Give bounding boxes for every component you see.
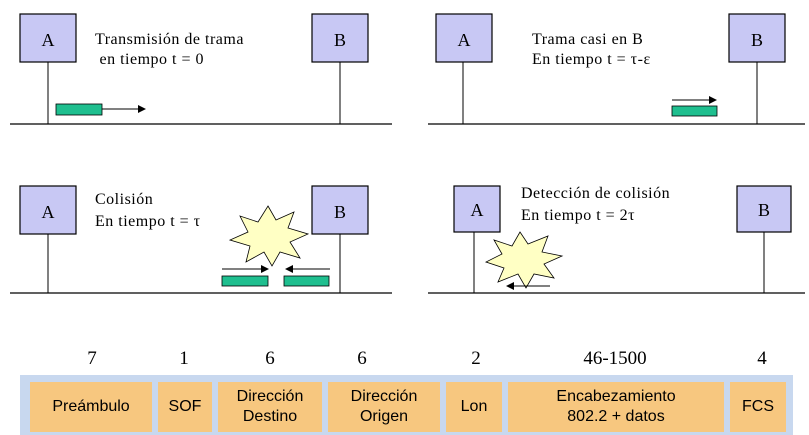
station-a: A — [435, 13, 493, 63]
field-destination-address: Dirección Destino — [218, 382, 322, 432]
station-a: A — [19, 13, 77, 63]
field-header-data: Encabezamiento 802.2 + datos — [508, 382, 724, 432]
panel-transmission: A B Transmisión de trama en tiempo t = 0 — [10, 13, 392, 125]
field-size: 4 — [757, 348, 767, 369]
arrow-head — [709, 96, 717, 104]
caption-line1: Detección de colisión — [521, 185, 670, 202]
field-size: 1 — [179, 348, 189, 369]
frame-signal-a — [221, 275, 269, 287]
frame-signal-b — [283, 275, 330, 287]
field-size: 46-1500 — [583, 348, 647, 369]
field-size: 6 — [357, 348, 367, 369]
station-b-label: B — [334, 30, 346, 50]
station-a-label: A — [471, 200, 484, 220]
caption-line2: En tiempo t = τ — [95, 213, 201, 230]
station-a: A — [19, 185, 77, 235]
field-size: 6 — [265, 348, 275, 369]
arrow-head — [285, 265, 293, 273]
station-b: B — [736, 185, 792, 233]
arrow-head — [506, 282, 514, 290]
collision-burst-icon — [228, 205, 310, 267]
caption-line2: en tiempo t = 0 — [95, 51, 204, 68]
station-b-label: B — [334, 202, 346, 222]
station-a: A — [453, 185, 501, 233]
panel-collision: A B Colisión En tiempo t = τ — [10, 185, 392, 294]
field-source-address: Dirección Origen — [328, 382, 440, 432]
field-size: 7 — [87, 348, 97, 369]
panel-collision-detection: A B Detección de colisión En tiempo t = … — [428, 185, 805, 294]
panel-almost-at-b: A B Trama casi en B En tiempo t = τ-ε — [428, 13, 805, 125]
station-a-label: A — [458, 30, 471, 50]
caption-line1: Colisión — [95, 191, 153, 208]
field-fcs: FCS — [730, 382, 786, 432]
field-preamble: Preámbulo — [30, 382, 152, 432]
field-size: 2 — [471, 348, 481, 369]
caption-line1: Transmisión de trama — [95, 31, 244, 48]
station-b: B — [311, 13, 369, 63]
station-a-label: A — [42, 30, 55, 50]
station-b-label: B — [758, 200, 770, 220]
frame-signal — [671, 105, 718, 117]
arrow-head — [138, 105, 146, 113]
station-b: B — [311, 185, 369, 235]
caption-line2: En tiempo t = 2τ — [521, 207, 635, 224]
station-a-label: A — [42, 202, 55, 222]
station-b-label: B — [751, 30, 763, 50]
caption-line1: Trama casi en B — [532, 31, 643, 48]
caption-line2: En tiempo t = τ-ε — [532, 51, 651, 68]
arrow-head — [261, 265, 269, 273]
frame-signal — [55, 103, 103, 116]
collision-burst-icon — [484, 231, 564, 289]
station-b: B — [728, 13, 786, 63]
field-length: Lon — [446, 382, 502, 432]
field-sof: SOF — [158, 382, 212, 432]
